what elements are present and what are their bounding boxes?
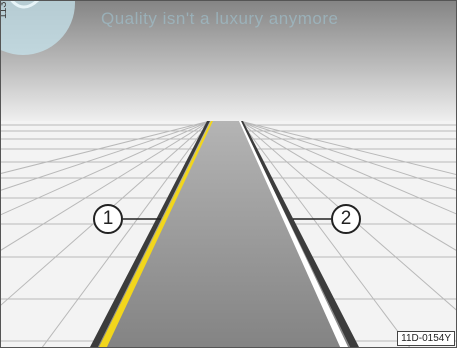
watermark-text: Quality isn't a luxury anymore [101,9,338,29]
figure-id: 11D-0154Y [397,331,455,346]
callout-1: 1 [93,204,123,234]
watermark-side-number: 113 [0,1,9,19]
callout-2: 2 [331,204,361,234]
